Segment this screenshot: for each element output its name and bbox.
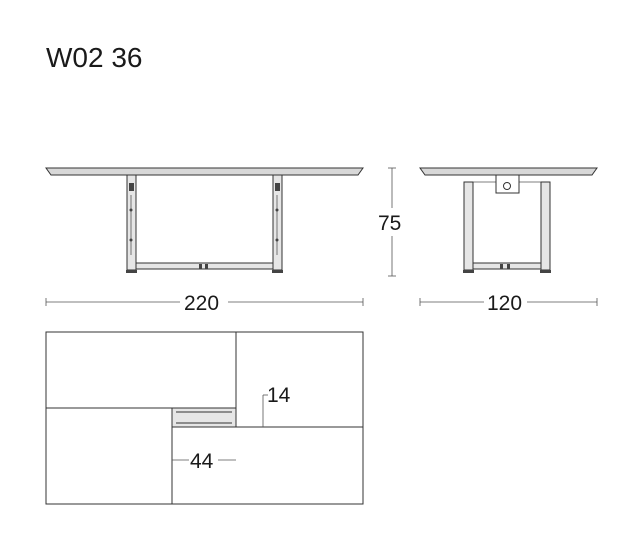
length-label: 220 — [184, 292, 219, 315]
plan-panel-bottom-left — [45, 407, 173, 505]
length-dimension: 220 — [45, 292, 364, 315]
front-stretcher-bolt-1 — [199, 264, 202, 269]
side-stretcher-bolt-2 — [507, 264, 510, 269]
plan-panel-top-left — [45, 331, 237, 409]
depth-dimension: 120 — [419, 292, 598, 315]
plan-center-gap — [171, 407, 237, 428]
front-elevation — [45, 167, 364, 273]
plan-view: 14 44 — [45, 331, 364, 505]
front-right-foot — [272, 270, 283, 273]
side-elevation — [419, 167, 598, 273]
front-left-bracket-top — [129, 183, 134, 191]
front-stretcher — [135, 262, 274, 270]
front-right-bracket-top — [275, 183, 280, 191]
height-label: 75 — [378, 212, 401, 235]
front-right-bolt-2 — [275, 238, 279, 242]
side-right-foot — [540, 270, 551, 273]
offset-large-label: 44 — [190, 450, 214, 473]
side-right-leg — [540, 181, 551, 271]
side-hanger-hole — [503, 182, 511, 190]
front-left-bolt-2 — [129, 238, 133, 242]
side-hanger-block — [495, 174, 520, 194]
plan-panel-top-right — [235, 331, 364, 428]
height-label-bg — [376, 208, 408, 236]
model-code: W02 36 — [46, 42, 143, 73]
plan-panel-bottom-right — [171, 426, 364, 505]
front-right-bolt-1 — [275, 208, 279, 212]
depth-label: 120 — [487, 292, 522, 315]
front-left-bolt-1 — [129, 208, 133, 212]
side-left-leg — [463, 181, 474, 271]
front-left-foot — [126, 270, 137, 273]
side-stretcher-bolt-1 — [500, 264, 503, 269]
side-tabletop — [419, 167, 598, 176]
front-stretcher-bolt-2 — [205, 264, 208, 269]
height-dimension: 75 — [376, 167, 408, 277]
side-left-foot — [463, 270, 474, 273]
front-tabletop — [45, 167, 364, 176]
offset-small-label: 14 — [267, 384, 291, 407]
